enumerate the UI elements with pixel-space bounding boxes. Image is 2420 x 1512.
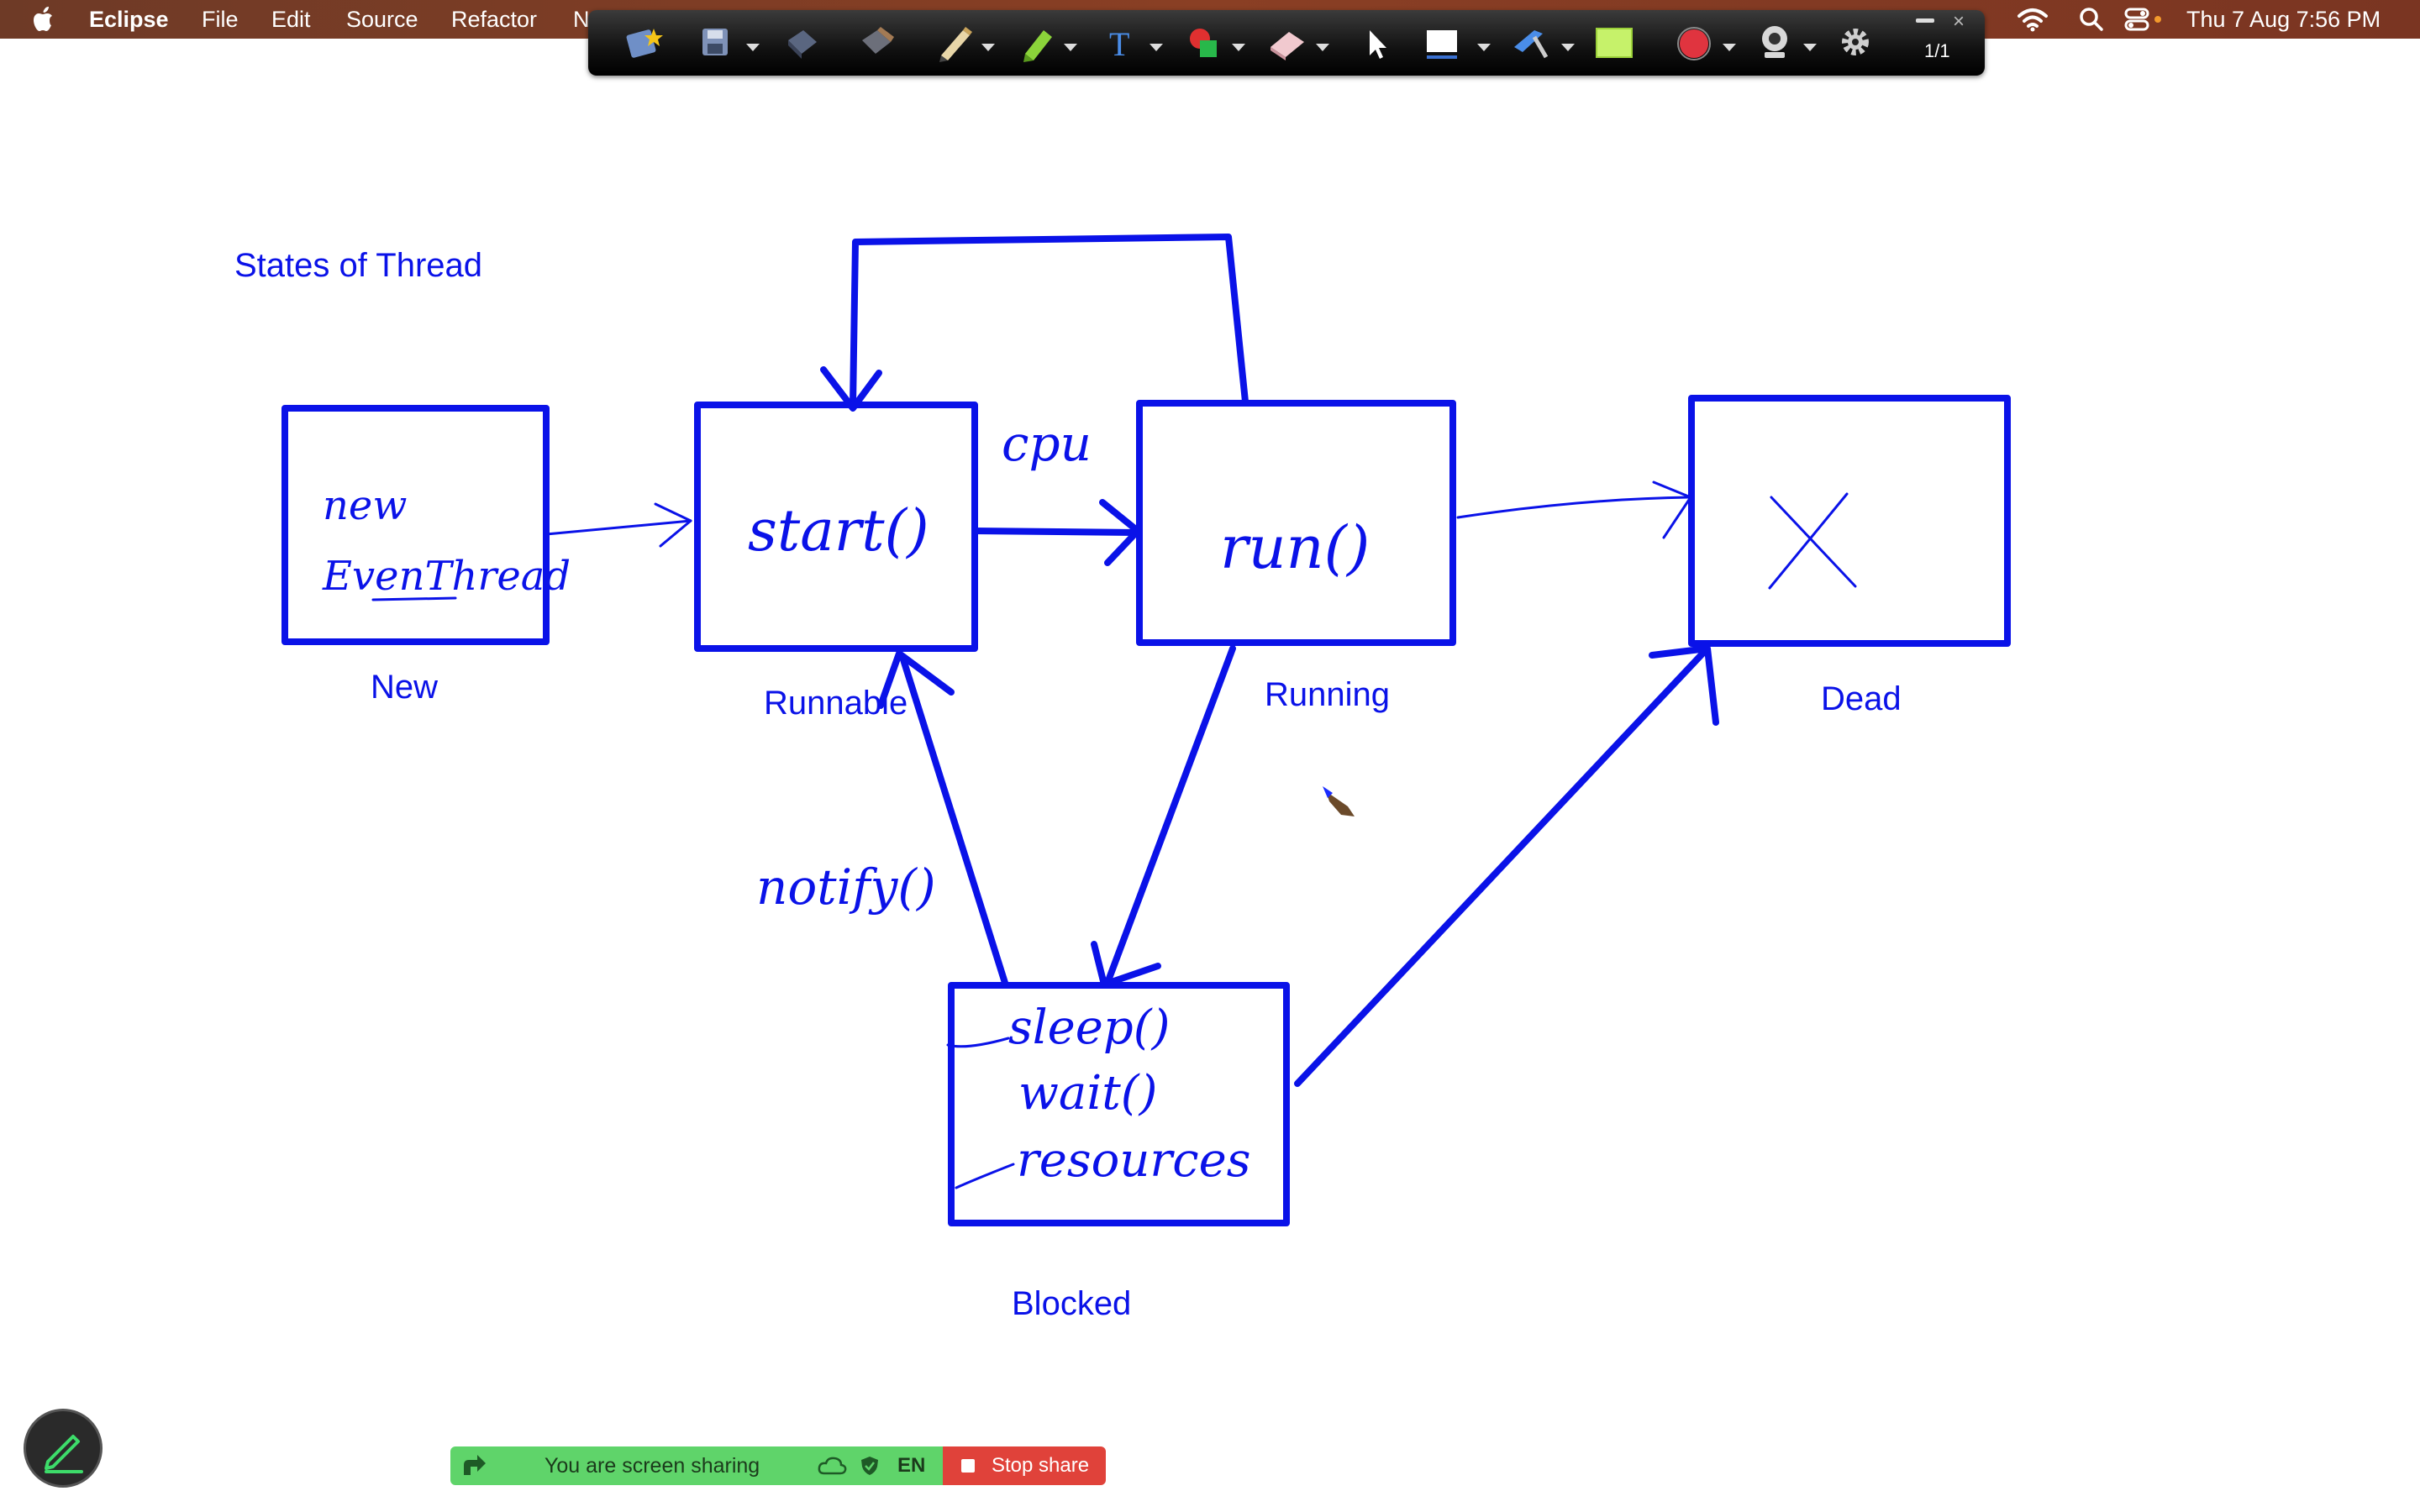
apple-logo-icon[interactable] [32,5,57,34]
line-tool-dropdown-icon[interactable] [1561,44,1575,51]
save-dropdown-icon[interactable] [746,44,760,51]
line-tool-icon[interactable] [1509,22,1553,64]
state-label-new: New [371,669,439,706]
dead-x-mark [1768,492,1857,590]
state-label-running: Running [1265,676,1391,713]
arrow-running-to-dead [1456,480,1692,539]
edge-label-cpu: cpu [1002,415,1092,472]
new-box-line-1: new [323,482,407,529]
state-label-blocked: Blocked [1012,1285,1132,1322]
menubar-clock[interactable]: Thu 7 Aug 7:56 PM [2186,7,2381,32]
text-dropdown-icon[interactable] [1150,44,1163,51]
pen-cursor-icon [1323,786,1355,816]
page-indicator: 1/1 [1924,40,1950,61]
blocked-box-line-3: resources [1017,1133,1250,1188]
highlighter-dropdown-icon[interactable] [1064,44,1077,51]
runnable-box-content: start() [748,498,929,564]
text-icon[interactable]: T [1099,22,1143,64]
new-box-line-2: EvenThread [322,553,571,600]
screen-share-bar: You are screen sharing EN Stop share [450,1446,1106,1485]
menu-edit[interactable]: Edit [271,7,311,32]
language-indicator[interactable]: EN [897,1454,926,1477]
stop-share-label: Stop share [992,1454,1090,1477]
control-center-icon[interactable] [2124,7,2165,32]
rectangle-icon[interactable] [1422,22,1465,64]
state-box-running [1136,400,1456,646]
svg-text:T: T [1109,25,1129,63]
shapes-icon[interactable] [1183,22,1227,64]
diagram-title: States of Thread [234,247,482,284]
state-box-new [281,405,550,645]
stop-share-button[interactable]: Stop share [943,1446,1106,1485]
screen-sharing-status: You are screen sharing [544,1454,760,1478]
toolbar-close-button[interactable]: × [1953,10,1965,33]
state-box-runnable [694,402,978,652]
rectangle-dropdown-icon[interactable] [1477,44,1491,51]
arrow-running-loop-to-runnable [820,234,1249,412]
annotation-toolbar: T × 1/1 [588,10,1985,76]
underline-stroke [371,596,457,601]
blocked-bullet-ticks [946,1037,1015,1189]
annotate-pen-button[interactable] [24,1409,103,1488]
state-box-dead [1688,395,2011,647]
toolbar-minimize-button[interactable] [1916,18,1934,23]
blocked-box-line-2: wait() [1018,1066,1157,1121]
running-box-content: run() [1220,513,1370,582]
record-icon[interactable] [1674,22,1718,64]
eraser-icon[interactable] [1265,22,1309,64]
share-status-area[interactable]: You are screen sharing EN [450,1446,943,1485]
pencil-icon[interactable] [933,22,976,64]
spotlight-icon[interactable] [623,22,667,64]
save-icon[interactable] [697,22,741,64]
pencil-dropdown-icon[interactable] [981,44,995,51]
state-label-dead: Dead [1821,680,1902,717]
spotlight-search-icon[interactable] [2079,7,2104,32]
state-box-blocked [948,982,1290,1226]
edge-label-notify: notify() [756,858,936,916]
record-dropdown-icon[interactable] [1723,44,1736,51]
cloud-icon[interactable] [817,1455,847,1477]
arrow-new-to-runnable [544,502,692,548]
menu-file[interactable]: File [202,7,239,32]
settings-icon[interactable] [1835,22,1879,64]
shield-check-icon[interactable] [859,1455,881,1477]
arrow-blocked-to-runnable [877,650,1008,986]
arrow-blocked-to-dead [1294,645,1719,1087]
shapes-dropdown-icon[interactable] [1232,44,1245,51]
color-swatch-icon[interactable] [1593,22,1637,64]
menu-source[interactable]: Source [346,7,418,32]
arrow-pointer-icon[interactable] [1356,22,1400,64]
clear-icon[interactable] [855,22,899,64]
app-menu-eclipse[interactable]: Eclipse [89,7,169,32]
webcam-dropdown-icon[interactable] [1803,44,1817,51]
state-label-runnable: Runnable [764,685,908,722]
webcam-icon[interactable] [1754,22,1798,64]
pencil-edit-icon [45,1435,83,1473]
wifi-icon[interactable] [2017,7,2049,32]
eraser-dropdown-icon[interactable] [1316,44,1329,51]
arrow-running-to-blocked [1091,645,1236,988]
blocked-box-line-1: sleep() [1008,1000,1170,1055]
menu-refactor[interactable]: Refactor [451,7,538,32]
highlighter-icon[interactable] [1015,22,1059,64]
menu-n-truncated[interactable]: N [573,7,590,32]
share-arrow-icon [464,1455,486,1475]
stop-square-icon [961,1459,975,1473]
arrow-runnable-to-running [971,499,1141,566]
eraser-board-icon[interactable] [781,22,825,64]
